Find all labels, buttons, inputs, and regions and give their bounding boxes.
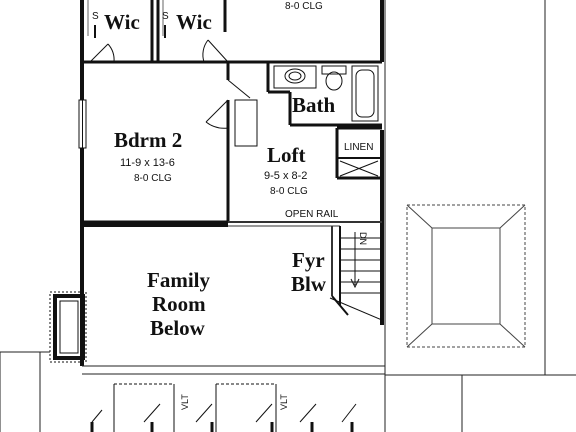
bedroom-2-label: Bdrm 2: [114, 128, 182, 152]
open-rail: [228, 221, 382, 296]
vault-trusses: [90, 383, 357, 432]
bath-label: Bath: [292, 93, 336, 117]
family-room-label-line2: Room: [152, 292, 206, 316]
stair-down-label: DN: [358, 232, 368, 245]
wic-right-shelf-label: S: [162, 11, 169, 22]
roof-outline: [384, 0, 576, 376]
closet-door-swings: [89, 39, 229, 63]
linen-closet: [335, 126, 382, 180]
open-rail-label: OPEN RAIL: [285, 209, 339, 220]
loft-closet-box: [234, 99, 258, 147]
loft-ceiling: 8-0 CLG: [270, 186, 308, 197]
loft-label: Loft: [267, 143, 306, 167]
vault-label-left: VLT: [180, 394, 190, 410]
chimney: [49, 291, 87, 363]
bath-fixtures: [273, 65, 379, 122]
bedroom-2-ceiling: 8-0 CLG: [134, 173, 172, 184]
loft-size: 9-5 x 8-2: [264, 170, 307, 182]
foyer-label-line1: Fyr: [292, 248, 325, 272]
bedroom-window: [78, 99, 87, 149]
family-room-label-line3: Below: [150, 316, 206, 340]
exterior-walls: [80, 0, 384, 366]
bedroom-door: [205, 79, 251, 129]
lower-roof: [0, 325, 463, 432]
foyer-label-line2: Blw: [291, 272, 327, 296]
wic-right-label: Wic: [176, 10, 212, 34]
linen-label: LINEN: [344, 142, 373, 153]
vault-label-right: VLT: [279, 394, 289, 410]
wic-left-label: Wic: [104, 10, 140, 34]
family-room-label-line1: Family: [147, 268, 210, 292]
skylight-hip-roof: [406, 204, 526, 348]
bedroom-2-size: 11-9 x 13-6: [120, 157, 175, 169]
stair: [329, 226, 383, 321]
closet-walls: [82, 0, 268, 64]
top-room-ceiling: 8-0 CLG: [285, 1, 323, 12]
bedroom-walls: [82, 62, 230, 224]
bath-walls: [266, 60, 382, 127]
wic-left-shelf-label: S: [92, 11, 99, 22]
